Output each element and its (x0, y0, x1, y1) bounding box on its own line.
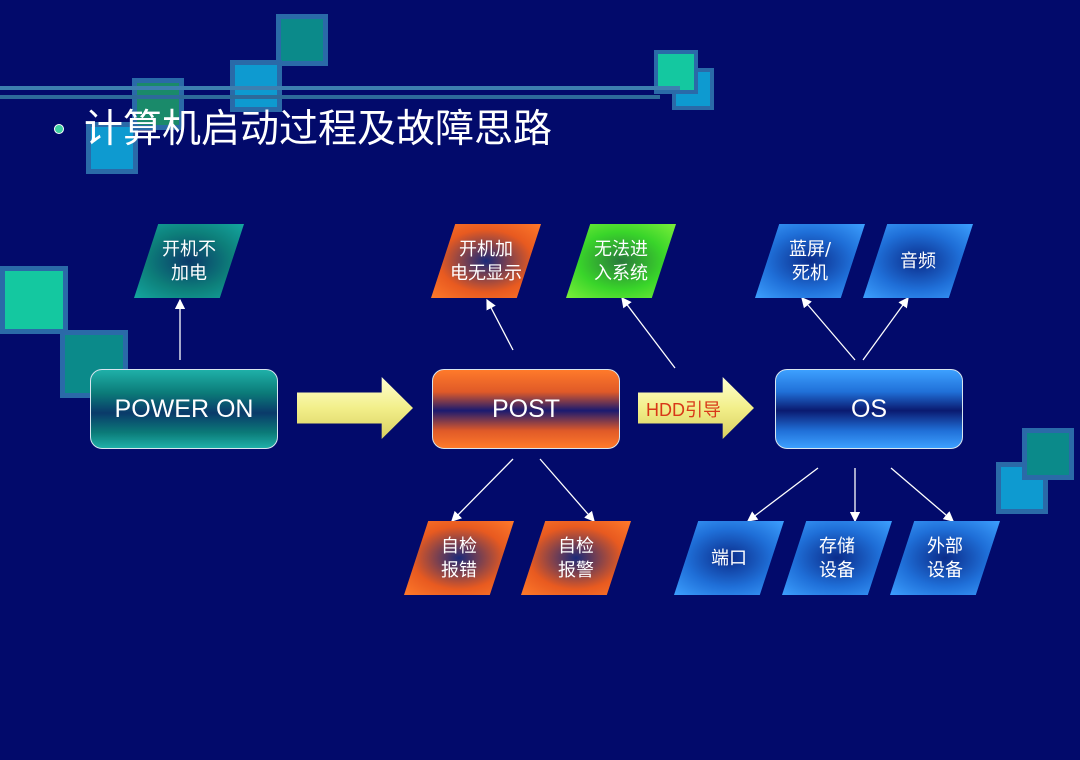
arrow-to-no-display (486, 298, 514, 351)
node-post: POST (432, 369, 620, 449)
fault-external-device-label: 外部 设备 (927, 536, 963, 581)
decor-line (0, 86, 680, 90)
fault-storage-device-label: 存储 设备 (819, 536, 855, 581)
node-os-label: OS (850, 394, 888, 423)
decor-square (0, 266, 68, 334)
slide-title-text: 计算机启动过程及故障思路 (84, 107, 553, 152)
arrow-to-audio (862, 296, 909, 361)
fault-no-power-label: 开机不 加电 (162, 239, 216, 284)
node-power-on: POWER ON (90, 369, 278, 449)
arrow-to-cannot-enter (621, 296, 676, 369)
bullet-icon (54, 124, 64, 134)
decor-square (276, 14, 328, 66)
arrow-to-self-test-error (451, 458, 514, 522)
arrow-to-port (746, 467, 819, 522)
fault-no-display-label: 开机加 电无显示 (450, 239, 522, 284)
fault-self-test-error-label: 自检 报错 (441, 536, 477, 581)
node-os: OS (775, 369, 963, 449)
fault-cannot-enter-system-label: 无法进 入系统 (594, 239, 648, 284)
node-power-on-label: POWER ON (114, 394, 254, 423)
fault-bluescreen-freeze-label: 蓝屏/ 死机 (788, 239, 832, 284)
fault-cannot-enter-system: 无法进 入系统 (566, 224, 676, 298)
arrow-to-self-test-alarm (539, 458, 595, 522)
decor-line (0, 95, 660, 99)
node-post-label: POST (491, 394, 561, 423)
decor-square (86, 122, 138, 174)
decor-square (1022, 428, 1074, 480)
hdd-boot-label: HDD引导 (646, 400, 721, 420)
fault-self-test-alarm-label: 自检 报警 (558, 536, 594, 581)
fault-port-label: 端口 (711, 548, 747, 569)
arrow-to-external (890, 467, 954, 522)
slide-title: 计算机启动过程及故障思路 (54, 96, 552, 156)
fault-audio-label: 音频 (900, 251, 936, 272)
arrow-to-bluescreen (801, 297, 856, 361)
